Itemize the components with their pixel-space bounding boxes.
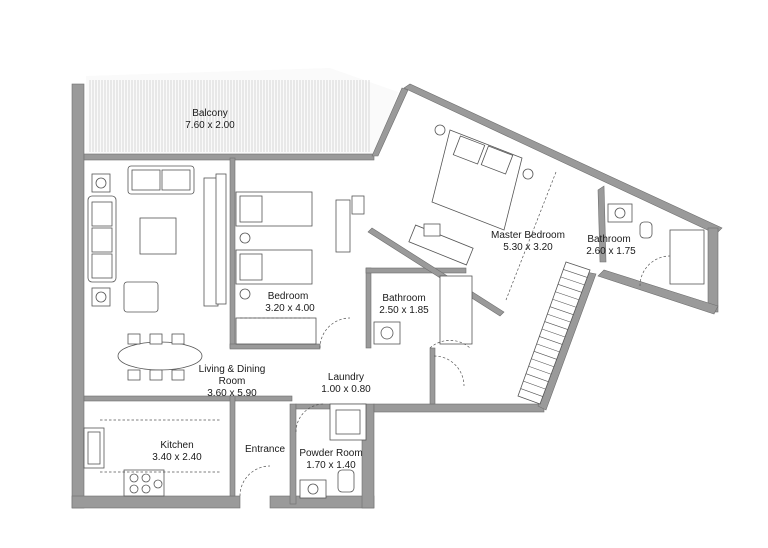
bedroom-name: Bedroom bbox=[268, 291, 309, 302]
bedroom-furniture bbox=[235, 191, 365, 349]
powder-room-name: Powder Room bbox=[299, 448, 362, 459]
stair-tread bbox=[541, 328, 566, 338]
stair-tread bbox=[525, 373, 549, 382]
master-bedroom-furniture bbox=[408, 124, 557, 301]
stair-tread bbox=[539, 336, 563, 345]
master-bathroom-name: Bathroom bbox=[587, 234, 630, 245]
powder-room-size: 1.70 x 1.40 bbox=[306, 460, 356, 471]
kitchen-size: 3.40 x 2.40 bbox=[152, 452, 202, 463]
balcony-size: 7.60 x 2.00 bbox=[185, 120, 235, 131]
entrance-name: Entrance bbox=[245, 444, 285, 455]
stair-tread bbox=[563, 269, 588, 278]
master-bedroom-name: Master Bedroom bbox=[491, 230, 565, 241]
living-name-line2: Room bbox=[219, 376, 246, 387]
kitchen-furniture bbox=[83, 419, 220, 497]
stair-tread bbox=[549, 306, 574, 315]
outer-walls bbox=[71, 83, 723, 509]
entrance-area bbox=[239, 355, 465, 499]
stair-tread bbox=[536, 343, 560, 353]
living-name-line1: Living & Dining bbox=[199, 364, 266, 375]
master-bathroom-size: 2.60 x 1.75 bbox=[586, 246, 636, 257]
laundry-name: Laundry bbox=[328, 372, 364, 383]
living-size: 3.60 x 5.90 bbox=[207, 388, 257, 399]
bedroom-size: 3.20 x 4.00 bbox=[265, 303, 315, 314]
staircase bbox=[517, 261, 591, 405]
bathroom-fixtures bbox=[373, 275, 473, 349]
living-furniture bbox=[87, 165, 227, 381]
master-bathroom-fixtures bbox=[607, 203, 705, 287]
balcony-hatching bbox=[86, 68, 398, 156]
stair-tread bbox=[547, 313, 571, 323]
stair-tread bbox=[557, 284, 582, 293]
stair-tread bbox=[533, 351, 557, 360]
laundry-size: 1.00 x 0.80 bbox=[321, 384, 371, 395]
kitchen-name: Kitchen bbox=[160, 440, 193, 451]
stair-tread bbox=[544, 321, 568, 330]
master-bedroom-size: 5.30 x 3.20 bbox=[503, 242, 553, 253]
stair-tread bbox=[523, 380, 546, 390]
room-labels: Balcony 7.60 x 2.00 Master Bedroom 5.30 … bbox=[152, 108, 636, 471]
stair-tread bbox=[531, 358, 554, 368]
stair-tread bbox=[560, 276, 585, 286]
stair-tread bbox=[528, 365, 552, 375]
stair-tread bbox=[552, 298, 577, 308]
stair-tread bbox=[555, 291, 579, 301]
stair-tread bbox=[520, 388, 543, 397]
balcony-name: Balcony bbox=[192, 108, 228, 119]
bathroom-name: Bathroom bbox=[382, 293, 425, 304]
bathroom-size: 2.50 x 1.85 bbox=[379, 305, 429, 316]
